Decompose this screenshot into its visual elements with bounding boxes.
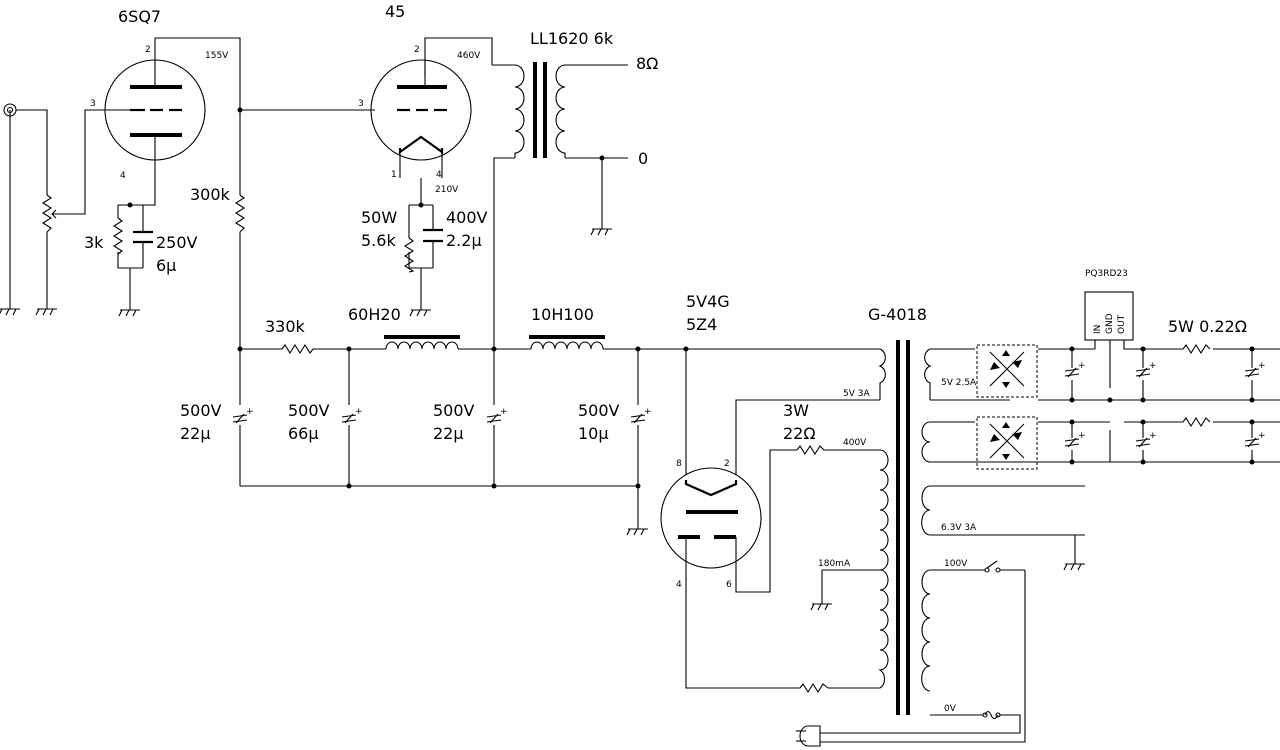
- regulator-pin-gnd: GND: [1105, 313, 1115, 334]
- cap4-voltage: 500V: [578, 401, 620, 420]
- choke1-label: 60H20: [348, 305, 401, 324]
- output-pin-fil-b: 4: [436, 170, 442, 180]
- output-pin-plate: 2: [414, 45, 420, 55]
- regulator-label: PQ3RD23: [1085, 269, 1128, 279]
- output-cathode-cap-value: 2.2μ: [446, 231, 482, 250]
- hv-current: 180mA: [818, 559, 851, 569]
- power-transformer-label: G-4018: [868, 305, 927, 324]
- regulator-pq3rd23: PQ3RD23 IN GND OUT: [1084, 269, 1134, 341]
- cap3-voltage: 500V: [433, 401, 475, 420]
- driver-cathode-network: 3k 250V 6μ: [84, 217, 198, 275]
- driver-pin-grid: 3: [90, 99, 96, 109]
- mains-voltage: 100V: [944, 559, 968, 569]
- driver-tube-6sq7: 6SQ7 2 3 4 155V: [90, 7, 229, 181]
- output-tap-8-ohm: 8Ω: [636, 54, 658, 73]
- driver-tube-label: 6SQ7: [118, 7, 161, 26]
- winding-hv: 400V: [843, 438, 867, 448]
- ground-symbols: [0, 224, 1086, 611]
- rectifier-tube-label: 5V4G: [686, 292, 730, 311]
- choke2-label: 10H100: [531, 305, 594, 324]
- filter-capacitors: 500V 22μ 500V 66μ 500V 22μ 500V 10μ: [180, 401, 653, 443]
- rectifier-pin-2: 2: [724, 459, 730, 469]
- regulator-pin-out: OUT: [1117, 314, 1127, 334]
- plate-resistor-label: 300k: [190, 185, 231, 204]
- output-pin-grid: 3: [358, 99, 364, 109]
- output-cathode-resistor-power: 50W: [361, 208, 397, 227]
- filter-resistor-330k: 330k: [265, 317, 314, 355]
- driver-plate-voltage: 155V: [205, 51, 229, 61]
- bridge-rectifier-2: [976, 416, 1038, 470]
- rectifier-pin-4: 4: [676, 580, 682, 590]
- output-pin-fil-a: 1: [391, 170, 397, 180]
- plate-resistor-300k: 300k: [190, 185, 246, 233]
- output-tube-label: 45: [385, 2, 405, 21]
- output-transformer: LL1620 6k 8Ω 0: [492, 29, 658, 168]
- choke-60h20: 60H20: [348, 305, 460, 350]
- output-cathode-resistor-value: 5.6k: [361, 231, 396, 250]
- mains-zero: 0V: [944, 704, 957, 714]
- rectifier-pin-6: 6: [726, 580, 732, 590]
- volume-potentiometer-icon: [41, 194, 62, 233]
- wires: [9, 37, 1280, 743]
- filter-resistor-label: 330k: [265, 317, 306, 336]
- driver-pin-cathode: 4: [120, 171, 126, 181]
- driver-pin-plate: 2: [145, 45, 151, 55]
- junction-dots: [127, 107, 1255, 489]
- rectifier-resistors: 3W 22Ω: [783, 401, 829, 694]
- output-cathode-network: 50W 5.6k 400V 2.2μ: [361, 208, 488, 273]
- fuse-icon: [982, 710, 1001, 720]
- output-cathode-voltage: 210V: [435, 185, 459, 195]
- power-switch-icon: [984, 560, 1001, 573]
- power-transformer-g4018: G-4018 5V 3A 400V 180mA 5V 2.5A 6.3V 3A …: [818, 305, 977, 715]
- filament-resistor-label: 5W 0.22Ω: [1168, 317, 1247, 336]
- bridge-rectifier-1: [976, 344, 1038, 398]
- driver-cathode-resistor: 3k: [84, 233, 104, 252]
- output-tube-45: 45 2 3 1 4 460V 210V: [358, 2, 481, 195]
- rectifier-tube-5v4g: 5V4G 5Z4 8 2 4 6: [660, 292, 762, 590]
- input-jack-icon: [3, 103, 17, 117]
- rectifier-tube-alt: 5Z4: [686, 315, 717, 334]
- cap2-value: 66μ: [288, 424, 319, 443]
- heater-caps: [1064, 360, 1267, 448]
- mains-plug-icon: [796, 725, 821, 747]
- rect-resistor-value: 22Ω: [783, 424, 816, 443]
- rect-resistor-power: 3W: [783, 401, 809, 420]
- winding-6-3v-3a: 6.3V 3A: [941, 523, 977, 533]
- regulator-pin-in: IN: [1093, 325, 1103, 334]
- rectifier-pin-8: 8: [676, 459, 682, 469]
- cap1-value: 22μ: [180, 424, 211, 443]
- cap1-voltage: 500V: [180, 401, 222, 420]
- driver-cathode-cap-value: 6μ: [156, 256, 176, 275]
- cap2-voltage: 500V: [288, 401, 330, 420]
- cap4-value: 10μ: [578, 424, 609, 443]
- choke-10h100: 10H100: [529, 305, 605, 350]
- driver-cathode-cap-voltage: 250V: [156, 233, 198, 252]
- winding-5v-3a: 5V 3A: [843, 389, 870, 399]
- cap3-value: 22μ: [433, 424, 464, 443]
- output-cathode-cap-voltage: 400V: [446, 208, 488, 227]
- winding-5v-2-5a: 5V 2.5A: [941, 378, 977, 388]
- output-transformer-label: LL1620 6k: [530, 29, 614, 48]
- heater-resistors: 5W 0.22Ω: [1168, 317, 1247, 428]
- output-plate-voltage: 460V: [457, 51, 481, 61]
- output-tap-0: 0: [638, 149, 648, 168]
